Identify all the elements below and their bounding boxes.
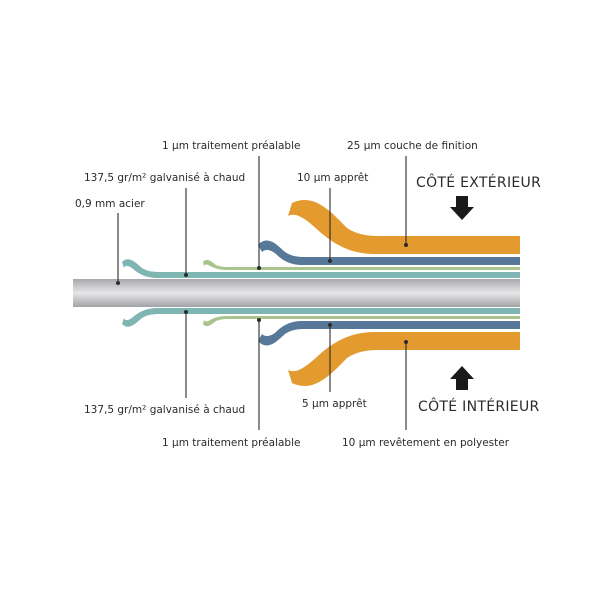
bottom-leader-dots bbox=[184, 310, 408, 344]
label-inner-polyester: 10 µm revêtement en polyester bbox=[342, 437, 510, 449]
label-outer-topcoat: 25 µm couche de finition bbox=[347, 140, 478, 152]
inner-pretreatment-layer bbox=[203, 316, 520, 327]
outer-pretreatment-layer bbox=[203, 259, 520, 270]
side-interior-title: CÔTÉ INTÉRIEUR bbox=[418, 399, 540, 415]
side-exterior-title: CÔTÉ EXTÉRIEUR bbox=[416, 175, 542, 191]
arrow-up-icon bbox=[450, 366, 474, 390]
label-steel: 0,9 mm acier bbox=[75, 198, 145, 210]
label-outer-galvanized: 137,5 gr/m² galvanisé à chaud bbox=[84, 172, 246, 184]
inner-polyester-layer bbox=[288, 332, 520, 386]
label-outer-primer: 10 µm apprêt bbox=[297, 172, 369, 184]
top-leader-lines bbox=[117, 156, 407, 282]
top-leader-dots bbox=[116, 243, 408, 285]
label-inner-pretreatment: 1 µm traitement préalable bbox=[162, 437, 301, 449]
steel-core-layer bbox=[73, 279, 520, 307]
inner-primer-layer bbox=[258, 321, 520, 346]
arrow-down-icon bbox=[450, 196, 474, 220]
bottom-leader-lines bbox=[185, 312, 407, 430]
outer-primer-layer bbox=[258, 240, 520, 265]
label-inner-primer: 5 µm apprêt bbox=[302, 398, 367, 410]
label-outer-pretreatment: 1 µm traitement préalable bbox=[162, 140, 301, 152]
inner-galvanized-layer bbox=[122, 308, 520, 327]
outer-topcoat-layer bbox=[288, 200, 520, 254]
label-inner-galvanized: 137,5 gr/m² galvanisé à chaud bbox=[84, 404, 246, 416]
outer-galvanized-layer bbox=[122, 259, 520, 278]
